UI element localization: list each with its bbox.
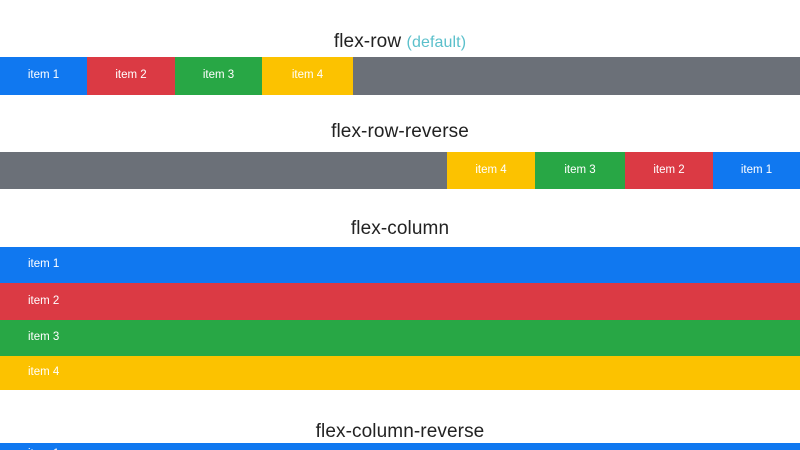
flex-item: item 2 bbox=[625, 152, 713, 189]
flex-item-label: item 2 bbox=[115, 69, 147, 82]
flex-item-label: item 3 bbox=[564, 163, 596, 176]
flex-item-label: item 4 bbox=[291, 69, 324, 82]
flex-item-label: item 1 bbox=[28, 258, 60, 271]
flex-item: item 4 bbox=[0, 356, 800, 390]
flex-item: item 3 bbox=[175, 57, 262, 95]
flex-item-label: item 4 bbox=[475, 163, 507, 176]
flex-item-label: item 4 bbox=[28, 366, 60, 379]
flex-item: item 2 bbox=[0, 283, 800, 320]
demo-band-flex-row-reverse: item 1 item 2 item 3 item 4 bbox=[0, 152, 800, 189]
section-title-flex-column-reverse: flex-column-reverse bbox=[0, 422, 800, 441]
flex-item: item 1 bbox=[713, 152, 800, 189]
flex-item-label: item 1 bbox=[740, 163, 773, 176]
section-title-flex-row-reverse: flex-row-reverse bbox=[0, 122, 800, 141]
flex-item: item 3 bbox=[0, 320, 800, 356]
flex-item: item 1 bbox=[0, 443, 800, 450]
section-title-flex-row: flex-row (default) bbox=[0, 32, 800, 51]
flex-item-label: item 3 bbox=[28, 331, 60, 344]
flex-item: item 4 bbox=[447, 152, 535, 189]
flex-item: item 1 bbox=[0, 247, 800, 283]
flex-item-label: item 1 bbox=[28, 449, 59, 450]
flex-item: item 4 bbox=[262, 57, 353, 95]
flex-item: item 3 bbox=[535, 152, 625, 189]
demo-band-flex-column-reverse: item 1 item 2 item 3 item 4 bbox=[0, 443, 800, 450]
flex-item: item 1 bbox=[0, 57, 87, 95]
flex-item: item 2 bbox=[87, 57, 175, 95]
section-title-text: flex-column-reverse bbox=[315, 421, 485, 442]
flex-item-label: item 2 bbox=[28, 294, 60, 307]
section-title-text: flex-column bbox=[350, 218, 450, 239]
flex-item-label: item 1 bbox=[27, 69, 60, 82]
demo-band-flex-column: item 1 item 2 item 3 item 4 bbox=[0, 247, 800, 390]
flex-item-label: item 2 bbox=[653, 163, 685, 176]
flex-item-label: item 3 bbox=[202, 69, 235, 82]
section-title-text: flex-row-reverse bbox=[331, 121, 469, 142]
demo-band-flex-row: item 1 item 2 item 3 item 4 bbox=[0, 57, 800, 95]
section-title-note: (default) bbox=[406, 34, 467, 51]
section-title-flex-column: flex-column bbox=[0, 219, 800, 238]
section-title-text: flex-row bbox=[333, 31, 402, 52]
